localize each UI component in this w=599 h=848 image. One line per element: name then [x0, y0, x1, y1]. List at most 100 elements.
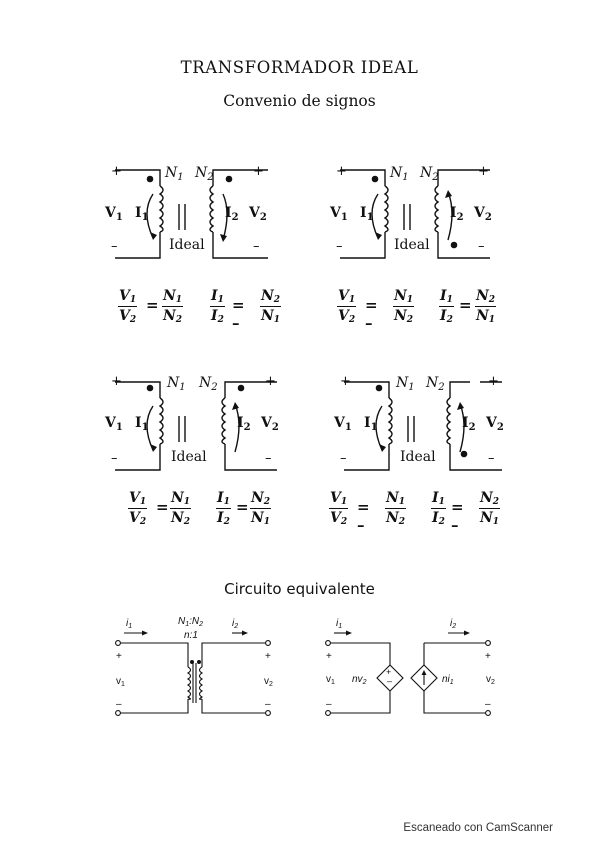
minus-sign: – — [336, 239, 343, 254]
v2-label: V2 — [261, 415, 279, 433]
v2-label: V2 — [249, 205, 267, 223]
plus-sign: + — [488, 374, 499, 389]
v2-label: V2 — [474, 205, 492, 223]
n2-label: N2 — [199, 375, 218, 393]
equals-sign: = — [459, 296, 472, 314]
plus-sign: + — [253, 164, 264, 179]
i2-label: I2 — [237, 415, 251, 433]
source-minus-sign: – — [387, 676, 393, 686]
i2-label: I2 — [462, 415, 476, 433]
equals-minus-sign: = – — [357, 498, 370, 534]
n2-label: N2 — [420, 165, 439, 183]
equals-sign: = — [236, 498, 249, 516]
equivalent-circuit-sources: + – i1 i2 + – + – v1 v2 nv2 ni1 — [320, 615, 500, 725]
minus-sign: – — [478, 239, 485, 254]
n1-label: N1 — [167, 375, 186, 393]
n1-label: N1 — [165, 165, 184, 183]
minus-sign: – — [485, 699, 491, 710]
i1-label: I1 — [135, 205, 149, 223]
scanner-watermark: Escaneado con CamScanner — [403, 822, 553, 834]
minus-sign: – — [265, 451, 272, 466]
i1-label: I1 — [360, 205, 374, 223]
n1-label: N1 — [396, 375, 415, 393]
minus-sign: – — [111, 239, 118, 254]
transformer-diagram-3: + – + – V1 I1 N1 N2 I2 V2 Ideal — [105, 372, 295, 472]
plus-sign: + — [336, 164, 347, 179]
ideal-label: Ideal — [171, 449, 207, 465]
equals-sign: = — [156, 498, 169, 516]
plus-sign: + — [116, 651, 122, 662]
section-heading: Circuito equivalente — [224, 580, 375, 598]
plus-sign: + — [265, 651, 271, 662]
n1-label: N1 — [390, 165, 409, 183]
v2-label: v2 — [264, 676, 273, 689]
n2-label: N2 — [195, 165, 214, 183]
equivalent-circuit-transformer: i1 i2 N1:N2 n:1 + – + – v1 v2 — [110, 615, 290, 725]
v2-label: V2 — [486, 415, 504, 433]
v1-label: V1 — [105, 205, 123, 223]
i1-label: I1 — [135, 415, 149, 433]
plus-sign: + — [485, 651, 491, 662]
i2-label: i2 — [232, 618, 239, 631]
turns-ratio-label: N1:N2 — [178, 616, 204, 629]
source-plus-sign: + — [386, 667, 392, 677]
v1-label: v1 — [326, 674, 335, 687]
n2-label: N2 — [426, 375, 445, 393]
equivalent-circuit-sources-drawing — [325, 630, 491, 716]
voltage-source-label: nv2 — [352, 674, 367, 687]
current-source-label: ni1 — [442, 674, 454, 687]
i1-label: I1 — [364, 415, 378, 433]
plus-sign: + — [326, 651, 332, 662]
v1-label: v1 — [116, 676, 125, 689]
page-subtitle: Convenio de signos — [223, 92, 376, 110]
minus-sign: – — [340, 451, 347, 466]
equals-minus-sign: = – — [232, 296, 245, 332]
page-title: TRANSFORMADOR IDEAL — [180, 58, 419, 77]
minus-sign: – — [488, 451, 495, 466]
i1-label: i1 — [126, 618, 133, 631]
plus-sign: + — [111, 164, 122, 179]
ideal-label: Ideal — [169, 237, 205, 253]
equals-sign: = — [146, 296, 159, 314]
transformer-diagram-4: + – + – V1 I1 N1 N2 I2 V2 Ideal — [334, 372, 524, 472]
i1-label: i1 — [336, 618, 343, 631]
v1-label: V1 — [330, 205, 348, 223]
minus-sign: – — [326, 699, 332, 710]
transformer-diagram-1: + – + – V1 I1 N1 N2 I2 V2 Ideal — [105, 160, 295, 260]
v1-label: V1 — [105, 415, 123, 433]
i2-label: i2 — [450, 618, 457, 631]
transformer-diagram-2: + – + – V1 I1 N1 N2 I2 V2 Ideal — [330, 160, 520, 260]
ideal-label: Ideal — [394, 237, 430, 253]
v1-label: V1 — [334, 415, 352, 433]
equals-minus-sign: = – — [451, 498, 464, 534]
minus-sign: – — [253, 239, 260, 254]
minus-sign: – — [116, 699, 122, 710]
plus-sign: + — [478, 164, 489, 179]
i2-label: I2 — [450, 205, 464, 223]
minus-sign: – — [265, 699, 271, 710]
plus-sign: + — [265, 374, 276, 389]
transformer-3-drawing — [115, 381, 277, 471]
ratio-n-label: n:1 — [184, 630, 198, 641]
plus-sign: + — [111, 374, 122, 389]
transformer-2-drawing — [340, 169, 490, 259]
plus-sign: + — [340, 374, 351, 389]
i2-label: I2 — [225, 205, 239, 223]
ideal-label: Ideal — [400, 449, 436, 465]
